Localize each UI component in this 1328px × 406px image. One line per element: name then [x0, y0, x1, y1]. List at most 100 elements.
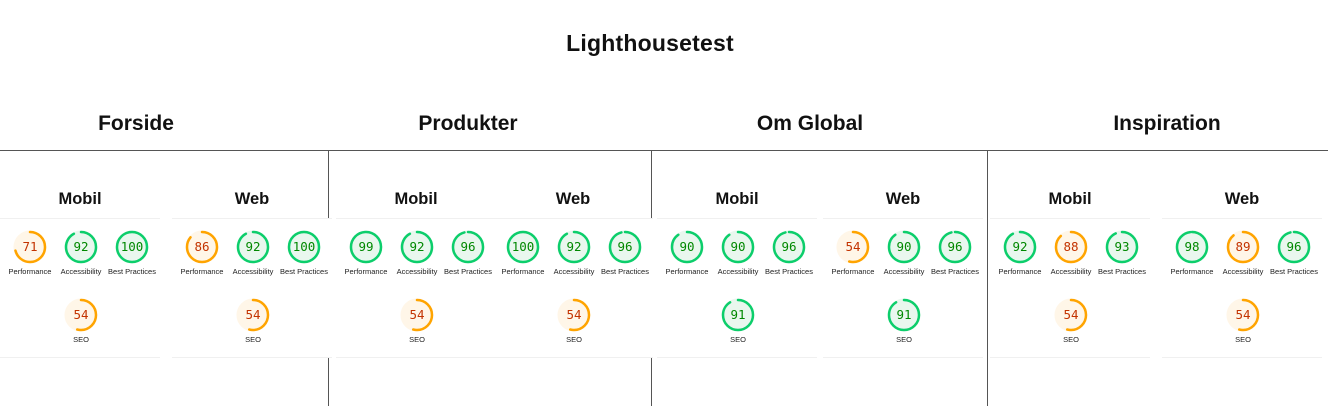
- score-value: 92: [73, 239, 89, 254]
- score-value: 54: [245, 307, 261, 322]
- gauge-ring-icon: [506, 230, 540, 264]
- gauge-ring-icon: [670, 230, 704, 264]
- device-title-web: Web: [234, 190, 270, 208]
- score-value: 96: [1286, 239, 1302, 254]
- gauge-ring-icon: [721, 230, 755, 264]
- score-label: Accessibility: [1222, 267, 1264, 276]
- score-label: Best Practices: [280, 267, 328, 276]
- score-label: Accessibility: [396, 267, 438, 276]
- gauge-ring-icon: [1175, 230, 1209, 264]
- gauge-ring-icon: [115, 230, 149, 264]
- score-label: Accessibility: [60, 267, 102, 276]
- score-label: Accessibility: [232, 267, 274, 276]
- device-title-mobil: Mobil: [715, 190, 759, 208]
- score-value: 90: [896, 239, 912, 254]
- score-value: 92: [1012, 239, 1028, 254]
- score-label: Performance: [8, 267, 52, 276]
- gauge-ring-icon: [185, 230, 219, 264]
- score-label: Performance: [180, 267, 224, 276]
- gauge-ring-icon: [608, 230, 642, 264]
- gauge-ring-icon: [557, 298, 591, 332]
- column-divider: [987, 150, 988, 406]
- device-title-web: Web: [1224, 190, 1260, 208]
- score-value: 71: [22, 239, 38, 254]
- score-label: Best Practices: [601, 267, 649, 276]
- score-label: Performance: [501, 267, 545, 276]
- score-value: 88: [1063, 239, 1079, 254]
- score-value: 96: [947, 239, 963, 254]
- score-value: 96: [781, 239, 797, 254]
- gauge-ring-icon: [887, 230, 921, 264]
- gauge-ring-icon: [1105, 230, 1139, 264]
- score-value: 92: [245, 239, 261, 254]
- score-label: Best Practices: [444, 267, 492, 276]
- gauge-ring-icon: [1054, 298, 1088, 332]
- score-label: SEO: [409, 335, 425, 344]
- score-label: SEO: [730, 335, 746, 344]
- score-label: Best Practices: [765, 267, 813, 276]
- score-value: 100: [120, 239, 144, 254]
- score-value: 96: [460, 239, 476, 254]
- score-label: SEO: [1235, 335, 1251, 344]
- gauge-ring-icon: [938, 230, 972, 264]
- gauge-ring-icon: [400, 298, 434, 332]
- score-value: 54: [409, 307, 425, 322]
- device-title-mobil: Mobil: [58, 190, 102, 208]
- device-title-mobil: Mobil: [1048, 190, 1092, 208]
- gauge-ring-icon: [557, 230, 591, 264]
- gauge-ring-icon: [887, 298, 921, 332]
- gauge-ring-icon: [1226, 230, 1260, 264]
- score-value: 98: [1184, 239, 1200, 254]
- score-label: Performance: [344, 267, 388, 276]
- score-value: 89: [1235, 239, 1251, 254]
- score-value: 54: [1063, 307, 1079, 322]
- score-value: 54: [845, 239, 861, 254]
- gauge-ring-icon: [13, 230, 47, 264]
- score-label: SEO: [245, 335, 261, 344]
- score-value: 54: [566, 307, 582, 322]
- score-label: Performance: [998, 267, 1042, 276]
- score-value: 91: [896, 307, 912, 322]
- gauge-ring-icon: [721, 298, 755, 332]
- page-title: Lighthousetest: [566, 30, 734, 56]
- score-value: 99: [358, 239, 374, 254]
- score-value: 93: [1114, 239, 1130, 254]
- gauge-ring-icon: [1054, 230, 1088, 264]
- score-value: 86: [194, 239, 210, 254]
- section-title-inspiration: Inspiration: [1113, 112, 1221, 135]
- score-value: 100: [511, 239, 535, 254]
- gauge-ring-icon: [64, 230, 98, 264]
- score-value: 54: [1235, 307, 1251, 322]
- score-label: Accessibility: [717, 267, 759, 276]
- section-title-forside: Forside: [98, 112, 174, 135]
- gauge-ring-icon: [400, 230, 434, 264]
- score-label: Performance: [831, 267, 875, 276]
- score-label: SEO: [1063, 335, 1079, 344]
